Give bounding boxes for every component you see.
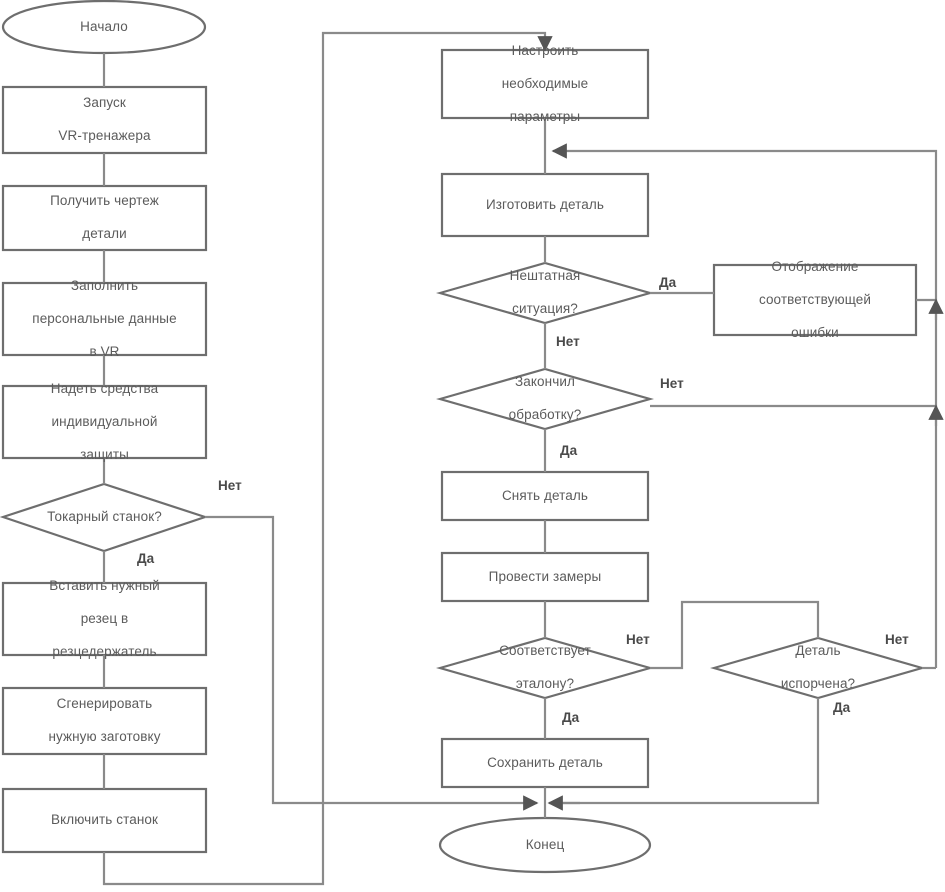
node-finished-question-shape (435, 367, 655, 431)
node-make-part-shape (440, 172, 650, 238)
edge-spoiled-yes-to-end (553, 698, 820, 805)
edge-matches-no-to-spoiled-question (650, 600, 820, 670)
node-show-error-shape (712, 263, 918, 337)
node-measure-shape (440, 551, 650, 603)
node-set-params-shape (440, 48, 650, 120)
node-show-error[interactable] (714, 265, 916, 335)
node-set-params[interactable] (442, 50, 648, 118)
edge-power-on-to-set-params (102, 31, 553, 886)
node-remove-part[interactable] (442, 472, 648, 520)
node-lathe-question[interactable] (3, 484, 205, 551)
node-spoiled-question[interactable] (714, 638, 922, 698)
node-finished-question[interactable] (440, 369, 650, 429)
node-save-part-shape (440, 737, 650, 789)
node-launch-vr[interactable] (3, 87, 206, 153)
node-fill-data-shape (1, 281, 208, 357)
node-power-on[interactable] (3, 789, 206, 852)
node-save-part[interactable] (442, 739, 648, 787)
node-matches-question[interactable] (440, 638, 650, 698)
node-abnormal-question[interactable] (440, 263, 650, 323)
node-start[interactable] (3, 1, 205, 53)
node-launch-vr-shape (1, 85, 208, 155)
node-gen-blank[interactable] (3, 688, 206, 754)
node-make-part[interactable] (442, 174, 648, 236)
node-end[interactable] (440, 818, 650, 872)
node-get-drawing[interactable] (3, 186, 206, 250)
node-power-on-shape (1, 787, 208, 854)
node-insert-tool[interactable] (3, 583, 206, 655)
node-measure[interactable] (442, 553, 648, 601)
node-fill-data[interactable] (3, 283, 206, 355)
edge-loop-riser-to-make-part (551, 143, 938, 668)
node-ppe[interactable] (3, 386, 206, 458)
edge-lathe-no-to-end (205, 515, 539, 811)
